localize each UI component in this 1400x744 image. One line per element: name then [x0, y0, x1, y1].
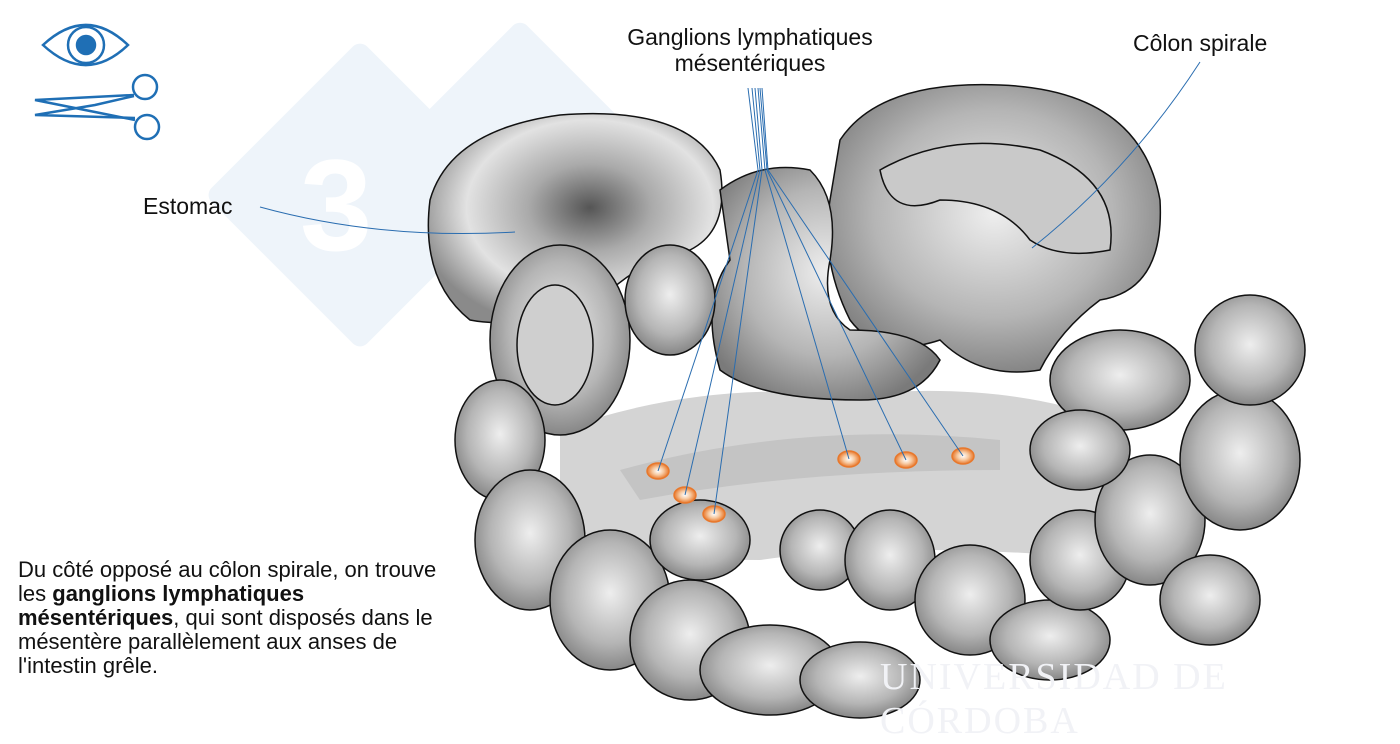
stomach [427, 112, 723, 324]
caption: Du côté opposé au côlon spirale, on trou… [18, 558, 468, 678]
label-ganglions: Ganglions lymphatiques mésentériques [605, 24, 895, 76]
watermark: UNIVERSIDAD DE CÓRDOBA [880, 656, 1228, 742]
caption-text: Du côté opposé au côlon spirale, on trou… [18, 557, 437, 606]
label-colon: Côlon spirale [1133, 30, 1268, 56]
spiral-colon [711, 83, 1162, 401]
label-ganglions-line1: Ganglions lymphatiques [627, 24, 873, 50]
caption-text-end: , qui sont disposés dans le mésentère pa… [18, 605, 433, 678]
leader-lines [259, 61, 1201, 515]
caption-bold: ganglions lymphatiques mésentériques [18, 581, 305, 630]
small-intestine [454, 244, 1306, 719]
scissors-icon [34, 73, 161, 141]
label-stomach: Estomac [143, 193, 233, 219]
svg-text:3: 3 [300, 132, 372, 278]
label-ganglions-line2: mésentériques [674, 50, 826, 76]
eye-icon [41, 23, 130, 67]
